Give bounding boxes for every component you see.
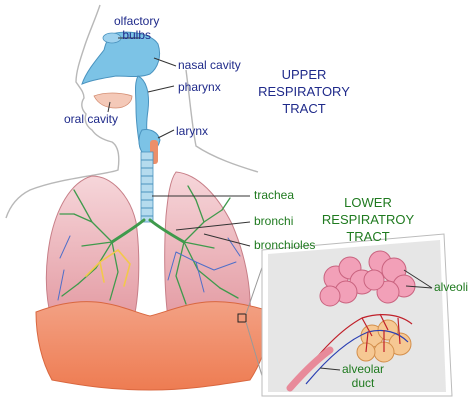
heading-lower-line3: TRACT [346, 229, 390, 244]
alveoli-cluster-upper [319, 250, 416, 307]
heading-lower-respiratory-tract: LOWER RESPIRATROY TRACT [316, 194, 420, 245]
heading-upper-line2: RESPIRATORY [258, 84, 350, 99]
label-trachea: trachea [254, 188, 295, 202]
label-pharynx: pharynx [178, 80, 221, 94]
heading-upper-line1: UPPER [281, 67, 327, 82]
trachea-rings [141, 159, 153, 217]
neck-back-outline [185, 69, 259, 173]
zoom-marker-box [237, 313, 247, 323]
label-olfactory-bulbs-line2: bulbs [122, 28, 152, 42]
label-olfactory-bulbs-line1: olfactory [114, 14, 160, 28]
oral-cavity-shape [93, 92, 133, 109]
label-bronchi: bronchi [254, 214, 294, 228]
diaphragm-shape [35, 301, 273, 391]
heading-lower-line1: LOWER [344, 195, 392, 210]
alveolar-duct-shape [286, 346, 334, 392]
heading-upper-line3: TRACT [282, 101, 326, 116]
bronchioles-tree [59, 185, 239, 305]
label-alveoli: alveoli [434, 280, 469, 294]
leader-lines [107, 37, 433, 371]
label-larynx: larynx [176, 124, 209, 138]
pulmonary-vessels-yellow [85, 249, 131, 287]
nasal-cavity-shape [81, 31, 161, 85]
head-outline [5, 4, 120, 219]
label-nasal-cavity: nasal cavity [178, 58, 241, 72]
pulmonary-vessels-blue [57, 235, 241, 301]
heading-upper-respiratory-tract: UPPER RESPIRATORY TRACT [252, 66, 356, 117]
label-olfactory-bulbs: olfactory bulbs [114, 14, 159, 42]
label-oral-cavity: oral cavity [64, 112, 119, 126]
heading-lower-line2: RESPIRATROY [321, 212, 415, 227]
label-bronchioles: bronchioles [254, 238, 316, 252]
label-alveolar-duct: alveolar duct [342, 362, 384, 390]
label-alveolar-duct-line1: alveolar [342, 362, 385, 376]
bronchi-tree [110, 218, 186, 244]
label-alveolar-duct-line2: duct [351, 376, 375, 390]
right-lung-shape [45, 175, 140, 323]
trachea-shape [140, 151, 154, 223]
alveoli-inset [261, 233, 453, 397]
